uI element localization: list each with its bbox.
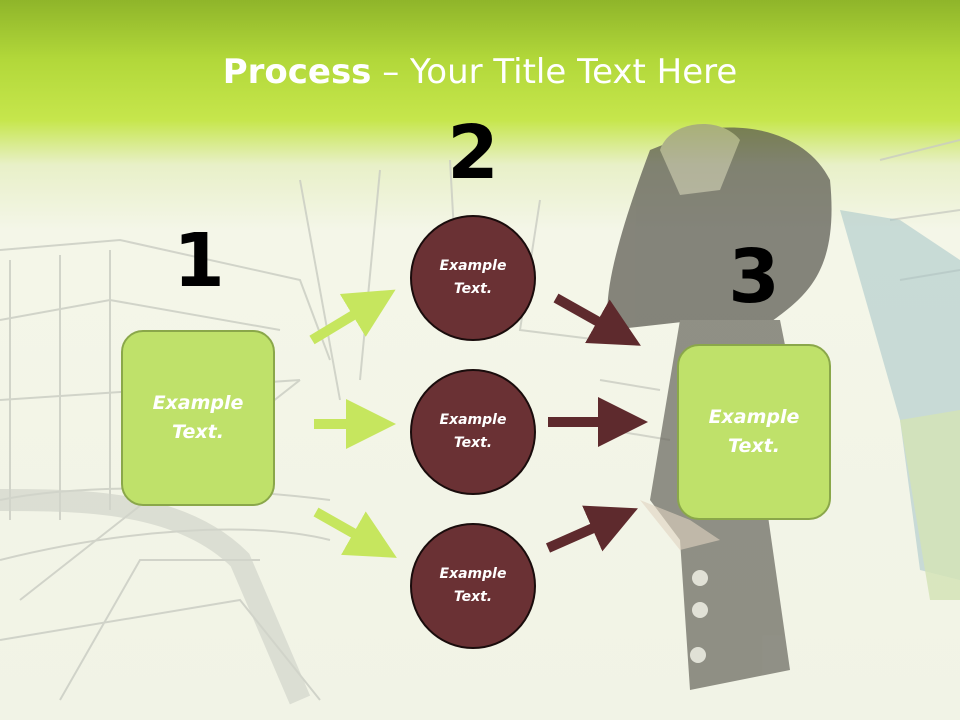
step-number-1: 1 — [173, 218, 225, 304]
step-1-text: Example Text. — [152, 392, 244, 443]
step-3-text: Example Text. — [708, 406, 800, 457]
step-number-2: 2 — [447, 110, 499, 196]
step-number-3: 3 — [728, 234, 780, 320]
arrow-1-to-2a — [309, 289, 396, 345]
step-2-text-top: Example Text. — [439, 258, 507, 297]
title-rest: – Your Title Text Here — [371, 52, 738, 92]
step-2-text-bottom: Example Text. — [439, 566, 507, 605]
arrow-2c-to-3 — [545, 505, 638, 553]
step-2-circle-bottom: Example Text. — [410, 523, 536, 649]
step-2-circle-top: Example Text. — [410, 215, 536, 341]
slide-title: Process – Your Title Text Here — [0, 52, 960, 92]
step-2-circle-middle: Example Text. — [410, 369, 536, 495]
title-bold: Process — [222, 52, 372, 92]
step-3-box: Example Text. — [677, 344, 831, 520]
arrow-1-to-2c — [313, 507, 397, 558]
arrow-2a-to-3 — [553, 293, 641, 346]
step-2-text-middle: Example Text. — [439, 412, 507, 451]
step-1-box: Example Text. — [121, 330, 275, 506]
